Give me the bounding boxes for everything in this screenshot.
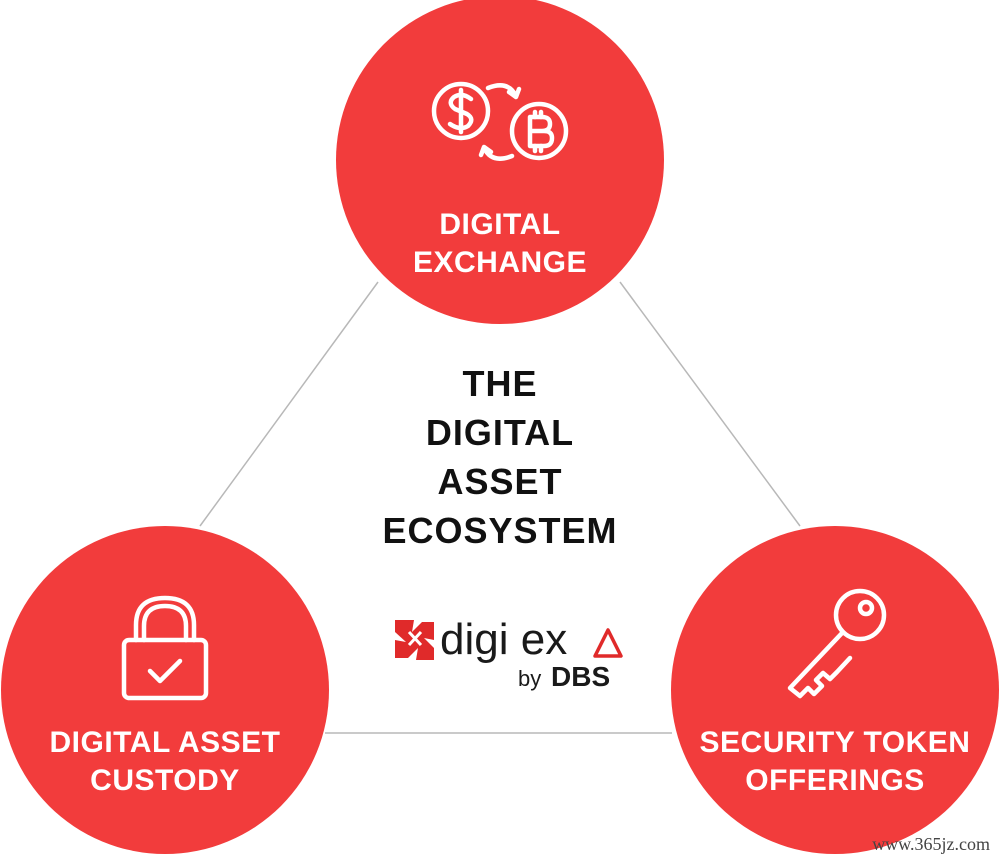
center-title-line-4: ECOSYSTEM xyxy=(382,510,617,551)
logo-brand: DBS xyxy=(551,661,610,692)
node-label-line-1: DIGITAL xyxy=(439,208,560,241)
watermark: www.365jz.com xyxy=(872,834,990,854)
node-circle xyxy=(671,526,999,854)
triangle-icon xyxy=(593,628,623,658)
node-digital-asset-custody: DIGITAL ASSET CUSTODY xyxy=(1,526,329,854)
node-label-line-1: DIGITAL ASSET xyxy=(50,726,281,759)
padlock-check-icon xyxy=(121,595,209,701)
center-title-line-1: THE xyxy=(463,363,538,404)
center-title-line-3: ASSET xyxy=(437,461,562,502)
node-security-token-offerings: SECURITY TOKEN OFFERINGS xyxy=(671,526,999,854)
center-title: THE DIGITAL ASSET ECOSYSTEM xyxy=(382,363,617,551)
center-title-line-2: DIGITAL xyxy=(426,412,574,453)
node-circle xyxy=(336,0,664,324)
logo-by: by xyxy=(518,666,541,691)
key-icon xyxy=(787,588,887,699)
connector-top-right xyxy=(619,281,801,527)
node-label-line-1: SECURITY TOKEN xyxy=(700,726,971,759)
digiexa-logo: digi ex by DBS xyxy=(395,615,623,692)
node-digital-exchange: DIGITAL EXCHANGE xyxy=(336,0,664,324)
currency-exchange-icon xyxy=(431,81,569,161)
node-circle xyxy=(1,526,329,854)
node-label-line-2: EXCHANGE xyxy=(413,246,587,279)
connector-top-left xyxy=(199,281,379,527)
node-label-line-2: OFFERINGS xyxy=(745,764,925,797)
logo-text: digi ex xyxy=(440,615,567,664)
node-label-line-2: CUSTODY xyxy=(90,764,240,797)
dbs-star-icon xyxy=(395,620,434,660)
